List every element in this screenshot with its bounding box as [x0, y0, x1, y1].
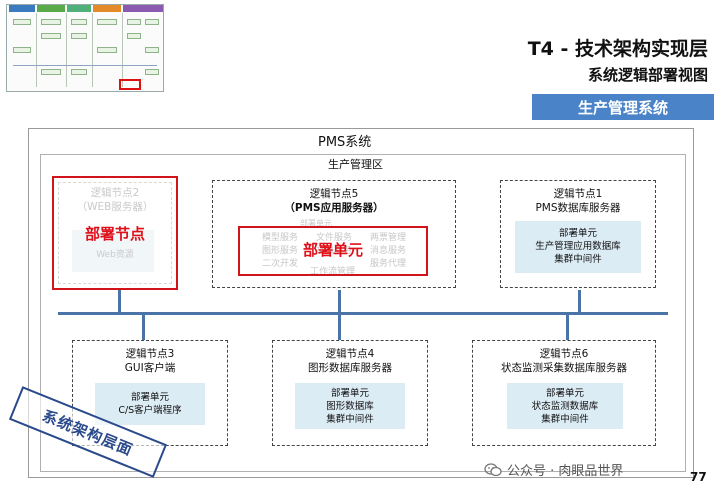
service-label: 消息服务 [370, 246, 407, 256]
logical-node-2 [58, 182, 172, 284]
node-6-deploy-unit: 部署单元 状态监测数据库 集群中间件 [507, 383, 623, 429]
bus-connector [578, 290, 581, 314]
bus-connector [118, 290, 121, 314]
node-2-unit-label: Web资源 [96, 250, 134, 260]
node-1-deploy-unit: 部署单元 生产管理应用数据库 集群中间件 [515, 221, 641, 273]
deploy-node-annotation: 部署节点 [84, 225, 145, 243]
logical-node-6: 逻辑节点6 状态监测采集数据库服务器 部署单元 状态监测数据库 集群中间件 [472, 340, 656, 446]
unit-line: 部署单元 [558, 228, 597, 239]
unit-line: C/S客户端程序 [118, 405, 182, 416]
bus-connector [338, 290, 341, 314]
unit-line: 集群中间件 [554, 254, 602, 265]
bus-connector [142, 314, 145, 340]
service-label: 服务代理 [370, 259, 407, 269]
pms-system-label: PMS系统 [318, 135, 372, 150]
watermark: 公众号 · 肉眼品世界 [484, 460, 623, 479]
service-label: 图形服务 [262, 246, 299, 256]
unit-line: 集群中间件 [541, 414, 589, 425]
system-banner: 生产管理系统 [532, 94, 714, 120]
network-bus [58, 312, 668, 315]
bus-connector [566, 314, 569, 340]
page-subtitle: 系统逻辑部署视图 [587, 66, 708, 84]
logical-node-5: 逻辑节点5 （PMS应用服务器） [212, 180, 456, 288]
deploy-unit-highlight [238, 226, 428, 276]
node-2-unit [72, 230, 154, 272]
service-label: 文件服务 [316, 233, 353, 243]
watermark-text: 公众号 · 肉眼品世界 [507, 464, 624, 479]
unit-line: 生产管理应用数据库 [535, 241, 621, 252]
unit-line: 部署单元 [545, 388, 584, 399]
node-5-subtitle: （PMS应用服务器） [284, 202, 384, 214]
service-label: 两票管理 [370, 233, 407, 243]
node-5-sub-label: 部署单元 [300, 219, 332, 228]
logical-node-4: 逻辑节点4 图形数据库服务器 部署单元 图形数据库 集群中间件 [272, 340, 428, 446]
node-6-subtitle: 状态监测采集数据库服务器 [501, 362, 627, 374]
node-1-title: 逻辑节点1 [553, 188, 603, 200]
page-title: T4 - 技术架构实现层 [527, 38, 708, 60]
unit-line: 状态监测数据库 [531, 401, 599, 412]
service-label: 文档服务 [316, 246, 353, 256]
node-1-subtitle: PMS数据库服务器 [535, 202, 621, 214]
service-label: 工作流管理 [310, 267, 356, 277]
unit-line: 部署单元 [130, 392, 169, 403]
logical-node-1: 逻辑节点1 PMS数据库服务器 部署单元 生产管理应用数据库 集群中间件 [500, 180, 656, 288]
node-3-deploy-unit: 部署单元 C/S客户端程序 [95, 383, 205, 425]
service-label: 模型服务 [262, 233, 299, 243]
node-2-subtitle: （WEB服务器） [76, 201, 154, 213]
node-2-title: 逻辑节点2 [90, 187, 140, 199]
page-number: 77 [690, 470, 707, 484]
thumbnail-highlight [119, 79, 141, 90]
unit-line: 集群中间件 [326, 414, 374, 425]
deploy-unit-annotation: 部署单元 [302, 241, 363, 259]
unit-line: 图形数据库 [326, 401, 374, 412]
wechat-icon [484, 462, 502, 477]
node-3-title: 逻辑节点3 [125, 348, 175, 360]
node-6-title: 逻辑节点6 [539, 348, 589, 360]
node-4-title: 逻辑节点4 [325, 348, 375, 360]
production-area-label: 生产管理区 [328, 158, 383, 171]
node-4-deploy-unit: 部署单元 图形数据库 集群中间件 [295, 383, 405, 429]
bus-connector [338, 314, 341, 340]
node-4-subtitle: 图形数据库服务器 [308, 362, 392, 374]
node-3-subtitle: GUI客户端 [124, 362, 176, 374]
production-area-frame [40, 154, 686, 472]
node-5-title: 逻辑节点5 [309, 188, 359, 200]
service-label: 二次开发 [262, 259, 299, 269]
architecture-thumbnail [6, 4, 164, 92]
unit-line: 部署单元 [330, 388, 369, 399]
